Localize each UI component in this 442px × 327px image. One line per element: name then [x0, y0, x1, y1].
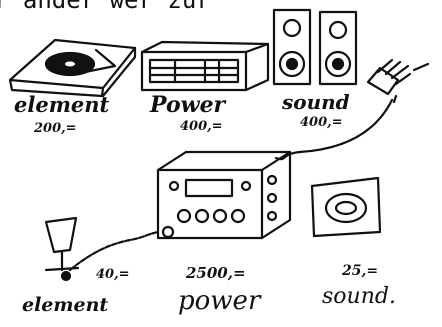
label-element-bottom: element	[22, 294, 109, 316]
microphone-icon	[44, 216, 80, 282]
price-element-top: 200,=	[34, 121, 77, 136]
label-sound-bottom: sound.	[322, 284, 396, 309]
label-power-top: Power	[150, 92, 226, 118]
turntable-icon	[8, 38, 137, 98]
label-element-top: element	[14, 92, 110, 117]
speaker-box-icon	[310, 176, 382, 238]
price-sound-top: 400,=	[300, 115, 343, 130]
heading-text: r ander wer zur	[0, 0, 211, 14]
amplifier-icon	[140, 40, 270, 92]
cable-bottom	[68, 230, 160, 272]
hand-plug-icon	[366, 58, 430, 104]
receiver-icon	[156, 150, 292, 240]
speakers-icon	[272, 8, 358, 86]
label-power-bottom: power	[178, 286, 261, 316]
price-power-top: 400,=	[180, 119, 223, 134]
price-sound-bottom: 25,=	[342, 263, 379, 279]
price-power-bottom: 2500,=	[186, 264, 246, 282]
label-sound-top: sound	[282, 90, 350, 114]
price-element-bottom: 40,=	[96, 267, 130, 282]
cable-top	[274, 98, 394, 161]
